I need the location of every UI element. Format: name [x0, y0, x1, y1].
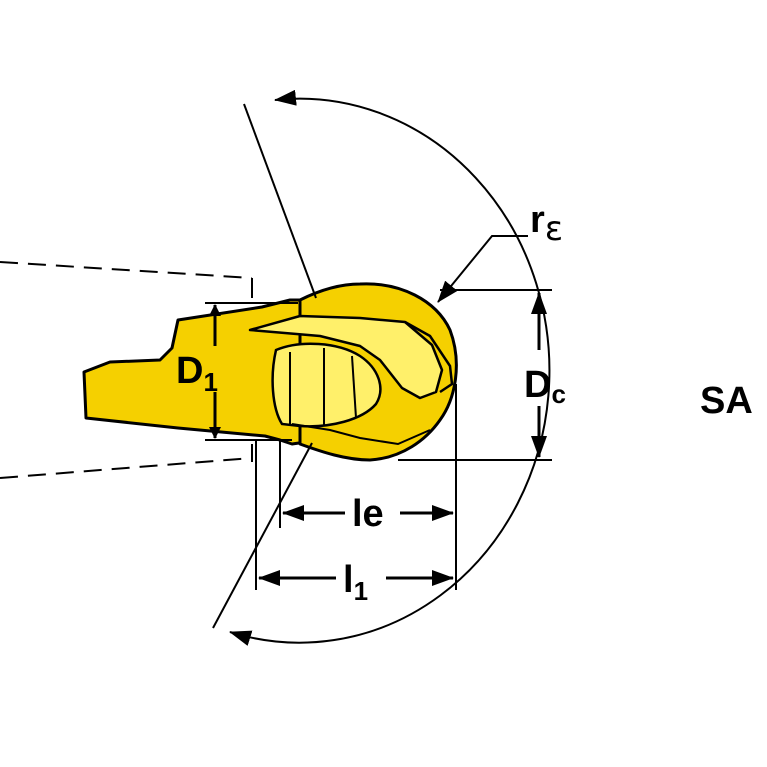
- holder-top-dashed-line: [0, 261, 253, 279]
- dc-label: Dc: [524, 364, 566, 409]
- setting-angle-lower-line: [212, 442, 313, 629]
- corner-radius-leader: [437, 235, 528, 303]
- dc-dimension: [398, 289, 552, 461]
- d1-dimension: [205, 302, 298, 441]
- holder-bottom-dashed-line: [0, 457, 253, 479]
- insert-body: [82, 282, 458, 462]
- insert-lower-bevel: [291, 423, 431, 446]
- l1-label: l1: [343, 559, 368, 606]
- setting-angle-group: [212, 89, 551, 646]
- setting-angle-label: SA: [700, 380, 753, 422]
- insert-pocket-line-3: [351, 355, 357, 419]
- le-label: le: [352, 493, 384, 535]
- setting-angle-arc: [229, 89, 551, 646]
- d1-label: D1: [176, 350, 218, 397]
- length-dimensions: [255, 384, 457, 590]
- corner-radius-label: rε: [530, 199, 563, 249]
- setting-angle-upper-line: [243, 103, 317, 299]
- insert-chip-flute: [248, 314, 444, 400]
- insert-cutting-edge: [404, 320, 454, 394]
- re-leader-line: [437, 235, 528, 303]
